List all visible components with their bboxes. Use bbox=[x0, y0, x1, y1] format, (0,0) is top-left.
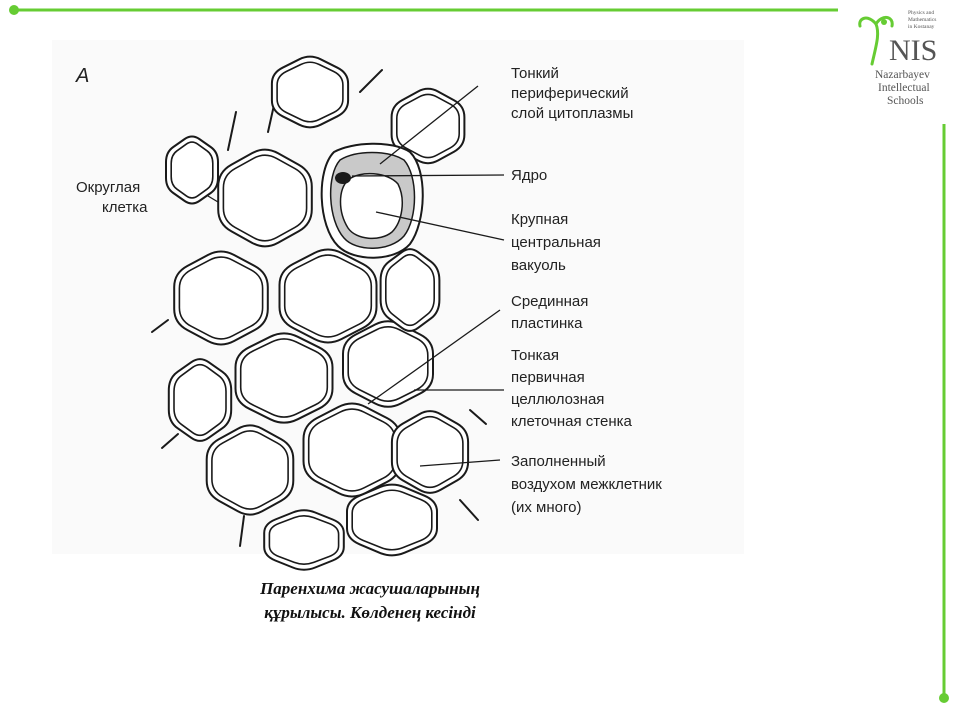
label-round-cell-line: Округлая bbox=[76, 179, 140, 196]
parenchyma-cell bbox=[347, 326, 429, 402]
parenchyma-cell bbox=[385, 253, 435, 327]
label-intercellular: Заполненный воздухом межклетник (их мног… bbox=[511, 453, 662, 516]
nucleus bbox=[335, 172, 351, 184]
parenchyma-cell bbox=[239, 338, 329, 418]
parenchyma-cell bbox=[276, 61, 344, 123]
figure-caption: Паренхима жасушаларының құрылысы. Көлден… bbox=[170, 577, 570, 625]
nis-leaf-icon bbox=[858, 16, 894, 66]
central-vacuole bbox=[339, 172, 404, 240]
parenchyma-cell bbox=[178, 256, 264, 340]
leader-middle-lamella bbox=[367, 309, 501, 405]
logo-small-line-3: in Kostanay bbox=[908, 24, 935, 30]
wall-stub bbox=[359, 69, 383, 93]
cell-group bbox=[165, 55, 470, 571]
wall-stub bbox=[227, 111, 237, 151]
label-vacuole-line: Крупная bbox=[511, 211, 568, 228]
caption-line-2: құрылысы. Көлденең кесінді bbox=[264, 603, 476, 622]
parenchyma-cell bbox=[396, 415, 464, 489]
parenchyma-cell bbox=[211, 430, 289, 510]
parenchyma-cell bbox=[283, 254, 373, 338]
wall-stub bbox=[459, 499, 479, 521]
label-nucleus-line: Ядро bbox=[511, 167, 547, 184]
label-middle-lamella: Срединная пластинка bbox=[511, 293, 588, 332]
label-vacuole-line: вакуоль bbox=[511, 257, 566, 274]
right-accent-dot bbox=[939, 693, 949, 703]
label-middle-lamella-line: пластинка bbox=[511, 315, 583, 332]
label-round-cell-line: клетка bbox=[102, 199, 148, 216]
label-cell-wall-line: первичная bbox=[511, 369, 585, 386]
label-middle-lamella-line: Срединная bbox=[511, 293, 588, 310]
parenchyma-cell bbox=[268, 515, 340, 565]
top-accent-dot bbox=[9, 5, 19, 15]
leader-intercellular bbox=[419, 459, 501, 467]
wall-stub bbox=[239, 515, 245, 547]
label-cell-wall-line: клеточная стенка bbox=[511, 413, 632, 430]
caption-line-1: Паренхима жасушаларының bbox=[260, 579, 480, 598]
wall-stub bbox=[469, 409, 487, 425]
label-intercellular-line: Заполненный bbox=[511, 453, 606, 470]
logo-line-3: Schools bbox=[887, 95, 924, 107]
wall-stub bbox=[161, 433, 179, 449]
leader-lines bbox=[207, 85, 505, 467]
label-round-cell: Округлая клетка bbox=[76, 179, 148, 216]
logo-small-line-2: Mathematics bbox=[908, 17, 936, 23]
label-vacuole: Крупная центральная вакуоль bbox=[511, 211, 601, 274]
label-cytoplasm-line: периферический bbox=[511, 85, 629, 102]
label-intercellular-line: (их много) bbox=[511, 499, 581, 516]
parenchyma-cell bbox=[170, 141, 214, 199]
label-cytoplasm-line: Тонкий bbox=[511, 65, 559, 82]
leader-cytoplasm bbox=[379, 85, 479, 165]
parenchyma-cell bbox=[173, 363, 227, 437]
logo-line-2: Intellectual bbox=[878, 82, 930, 94]
label-nucleus: Ядро bbox=[511, 167, 547, 184]
panel-letter: А bbox=[75, 65, 89, 87]
wall-stub bbox=[151, 319, 169, 333]
label-intercellular-line: воздухом межклетник bbox=[511, 476, 662, 493]
parenchyma-cell bbox=[351, 489, 433, 551]
label-cytoplasm: Тонкий периферический слой цитоплазмы bbox=[511, 65, 633, 122]
logo-line-1: Nazarbayev bbox=[875, 69, 930, 81]
leader-nucleus bbox=[351, 174, 505, 177]
parenchyma-cell bbox=[222, 154, 308, 242]
logo-brand: NIS bbox=[889, 34, 937, 67]
featured-cell bbox=[320, 142, 424, 259]
label-cell-wall-line: Тонкая bbox=[511, 347, 559, 364]
label-vacuole-line: центральная bbox=[511, 234, 601, 251]
label-cytoplasm-line: слой цитоплазмы bbox=[511, 105, 633, 122]
leader-vacuole bbox=[375, 211, 505, 241]
logo-small-line-1: Physics and bbox=[908, 10, 934, 16]
leader-round-cell bbox=[207, 195, 219, 203]
label-cell-wall: Тонкая первичная целлюлозная клеточная с… bbox=[511, 347, 632, 430]
parenchyma-cell bbox=[307, 408, 397, 492]
label-cell-wall-line: целлюлозная bbox=[511, 391, 604, 408]
